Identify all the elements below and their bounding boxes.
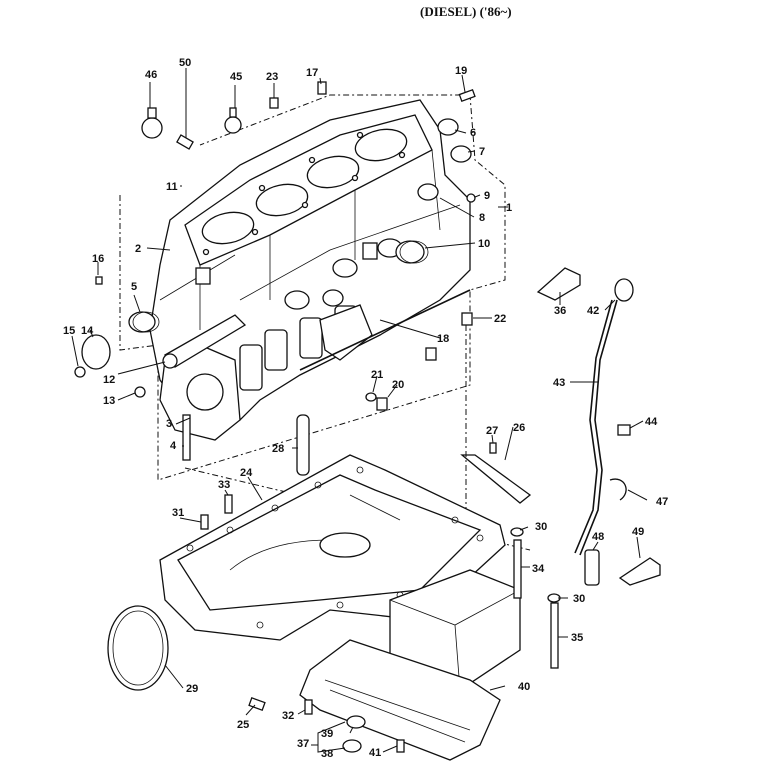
callout-7: 7 xyxy=(479,146,485,158)
callout-35: 35 xyxy=(571,632,583,644)
callout-38: 38 xyxy=(321,748,333,760)
leader-lines xyxy=(71,68,648,753)
dipstick-assembly xyxy=(574,278,661,586)
callout-40: 40 xyxy=(518,681,530,693)
callout-2: 2 xyxy=(135,243,141,255)
callout-45: 45 xyxy=(230,71,242,83)
callout-49: 49 xyxy=(632,526,644,538)
callout-17: 17 xyxy=(306,67,318,79)
callout-44: 44 xyxy=(645,416,658,428)
small-parts xyxy=(74,81,581,504)
callout-34: 34 xyxy=(532,563,545,575)
callout-37: 37 xyxy=(297,738,309,750)
callout-13: 13 xyxy=(103,395,115,407)
callout-36: 36 xyxy=(554,305,566,317)
callout-27: 27 xyxy=(486,425,498,437)
callout-9: 9 xyxy=(484,190,490,202)
callout-4: 4 xyxy=(170,440,177,452)
callout-8: 8 xyxy=(479,212,485,224)
page-title: (DIESEL) ('86~) xyxy=(420,4,512,19)
callout-24: 24 xyxy=(240,467,253,479)
callout-30: 30 xyxy=(535,521,547,533)
callout-18: 18 xyxy=(437,333,449,345)
callout-labels: 1 2 3 4 5 6 7 8 9 10 11 12 13 14 15 16 1… xyxy=(63,57,668,760)
callout-30-second: 30 xyxy=(573,593,585,605)
callout-20: 20 xyxy=(392,379,404,391)
callout-32: 32 xyxy=(282,710,294,722)
callout-15: 15 xyxy=(63,325,75,337)
callout-19: 19 xyxy=(455,65,467,77)
callout-48: 48 xyxy=(592,531,604,543)
oil-pan xyxy=(107,325,561,761)
callout-47: 47 xyxy=(656,496,668,508)
callout-25: 25 xyxy=(237,719,249,731)
callout-16: 16 xyxy=(92,253,104,265)
callout-23: 23 xyxy=(266,71,278,83)
callout-50: 50 xyxy=(179,57,191,69)
callout-33: 33 xyxy=(218,479,230,491)
callout-10: 10 xyxy=(478,238,490,250)
callout-12: 12 xyxy=(103,374,115,386)
callout-26: 26 xyxy=(513,422,525,434)
cylinder-block xyxy=(119,94,506,481)
callout-46: 46 xyxy=(145,69,157,81)
callout-29: 29 xyxy=(186,683,198,695)
callout-22: 22 xyxy=(494,313,506,325)
callout-14: 14 xyxy=(81,325,94,337)
callout-3: 3 xyxy=(166,418,172,430)
callout-6: 6 xyxy=(470,127,476,139)
callout-5: 5 xyxy=(131,281,137,293)
callout-43: 43 xyxy=(553,377,565,389)
callout-28: 28 xyxy=(272,443,284,455)
callout-39: 39 xyxy=(321,728,333,740)
callout-11: 11 xyxy=(166,181,178,193)
callout-42: 42 xyxy=(587,305,599,317)
callout-21: 21 xyxy=(371,369,383,381)
callout-31: 31 xyxy=(172,507,184,519)
callout-41: 41 xyxy=(369,747,381,759)
callout-1: 1 xyxy=(506,202,512,214)
